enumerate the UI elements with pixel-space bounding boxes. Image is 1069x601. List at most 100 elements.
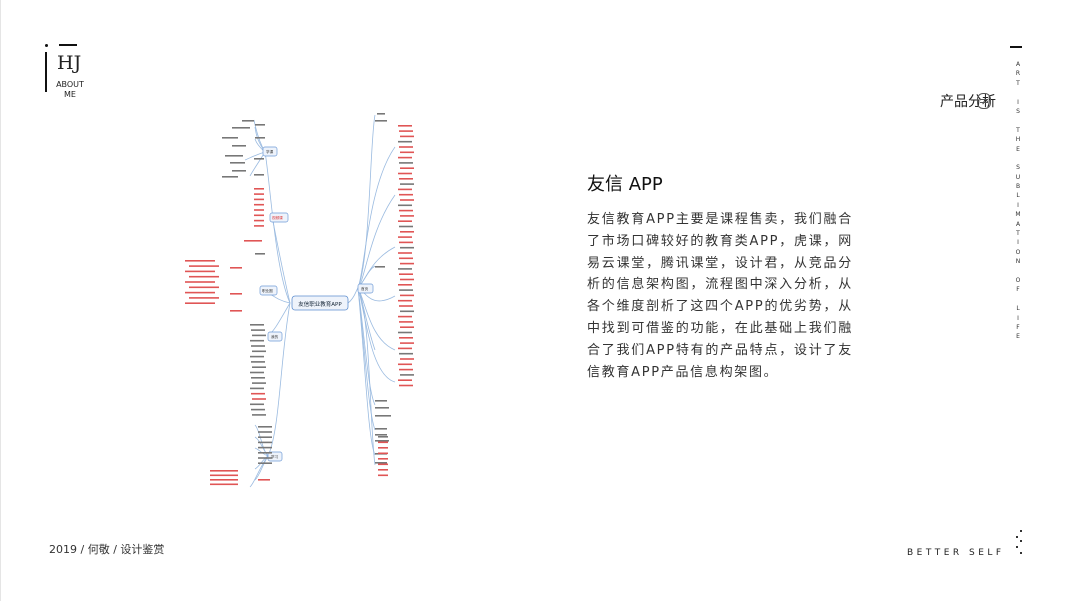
mindmap-leaf xyxy=(258,462,272,464)
logo-caption: ABOUT ME xyxy=(53,80,87,100)
mindmap-branch-1: 学课 xyxy=(266,149,274,154)
mindmap-leaf xyxy=(398,220,412,222)
mindmap-leaf xyxy=(252,382,266,384)
mindmap-leaf xyxy=(375,415,391,417)
mindmap-leaf xyxy=(258,441,272,444)
footer-credit: 2019 / 何敬 / 设计鉴赏 xyxy=(49,543,165,556)
mindmap-leaf xyxy=(399,289,413,291)
mindmap-leaf xyxy=(378,469,388,471)
mindmap-leaf xyxy=(398,125,412,127)
mindmap-leaf xyxy=(400,278,414,281)
mindmap-leaf xyxy=(400,246,414,249)
mindmap-leaf xyxy=(399,162,413,164)
mindmap-leaf xyxy=(258,431,272,433)
mindmap-leaf xyxy=(252,334,266,337)
mindmap-leaf xyxy=(210,479,238,481)
mindmap-leaf xyxy=(375,462,387,464)
mindmap-leaf xyxy=(377,113,385,115)
mindmap-leaf xyxy=(252,414,266,416)
logo-bar xyxy=(59,44,77,46)
mindmap-leaf xyxy=(378,436,388,438)
mindmap-leaf xyxy=(185,291,215,294)
mindmap-leaf xyxy=(378,447,388,449)
mindmap-leaf xyxy=(258,457,272,459)
mindmap-leaf xyxy=(185,302,215,304)
mindmap-leaf xyxy=(252,350,266,353)
page-border xyxy=(0,0,1,601)
mindmap-leaf xyxy=(251,361,265,363)
mindmap-leaf xyxy=(378,474,388,477)
mindmap-leaf xyxy=(189,275,219,278)
mindmap-leaf xyxy=(398,140,412,143)
mindmap-leaf xyxy=(400,310,414,313)
mindmap-leaf xyxy=(222,176,238,178)
mindmap-leaf xyxy=(399,321,413,323)
mindmap-leaf xyxy=(230,293,242,295)
mindmap-leaf xyxy=(222,137,238,139)
mindmap-leaf xyxy=(378,458,388,460)
mindmap-leaf xyxy=(398,156,412,159)
mindmap-leaf xyxy=(399,146,413,148)
mindmap-leaf xyxy=(232,145,246,147)
mindmap-leaf xyxy=(210,470,238,472)
mindmap-leaf xyxy=(399,209,413,212)
content-title: 友信 APP xyxy=(587,174,663,195)
mindmap-leaf xyxy=(375,266,385,268)
mindmap-leaf xyxy=(398,363,412,366)
mindmap-leaf xyxy=(399,178,413,180)
mindmap-leaf xyxy=(232,127,250,129)
mindmap-leaf xyxy=(400,231,414,233)
mindmap-leaf xyxy=(399,130,413,132)
mindmap-leaf xyxy=(242,120,254,122)
mindmap-leaf xyxy=(252,398,266,400)
mindmap-leaf xyxy=(230,267,242,269)
mindmap-leaf xyxy=(398,268,412,270)
mindmap-leaf xyxy=(400,326,414,328)
mindmap-leaf xyxy=(398,379,412,381)
mindmap-leaf xyxy=(251,377,265,379)
mindmap-leaf xyxy=(254,188,264,190)
mindmap-leaf xyxy=(251,329,265,331)
mindmap-leaf xyxy=(400,135,414,138)
mindmap-leaf xyxy=(250,403,264,406)
mindmap-branch-5: 学习 xyxy=(271,454,279,459)
mindmap-leaf xyxy=(254,225,264,227)
mindmap-branch-4: 我的 xyxy=(271,334,279,339)
mindmap-leaf xyxy=(400,151,414,154)
mindmap-leaf xyxy=(250,355,264,358)
mindmap-leaf xyxy=(398,315,412,318)
footer-tagline: BETTER SELF xyxy=(907,548,1005,558)
mindmap-leaf xyxy=(375,434,387,436)
mindmap-leaf xyxy=(399,305,413,307)
mindmap-leaf xyxy=(185,270,215,273)
mindmap-leaf xyxy=(400,199,414,201)
mindmap-leaf xyxy=(375,400,387,402)
mindmap-leaf xyxy=(375,407,389,409)
mindmap-leaf xyxy=(258,436,272,438)
content-paragraph: 友信教育APP主要是课程售卖，我们融合了市场口碑较好的教育类APP，虎课，网易云… xyxy=(587,212,853,380)
mindmap-leaf xyxy=(189,265,219,267)
mindmap-leaf xyxy=(399,241,413,244)
mindmap-leaf xyxy=(254,174,264,176)
mindmap-leaf xyxy=(378,441,388,444)
mindmap-leaf xyxy=(244,240,262,242)
mindmap-leaf xyxy=(255,253,265,255)
mindmap-leaf xyxy=(250,387,264,390)
mindmap-leaf xyxy=(250,339,264,342)
logo-line2: ME xyxy=(64,90,76,99)
mindmap-leaf xyxy=(254,198,264,201)
logo-mark: HJ xyxy=(57,52,82,74)
stack-icon xyxy=(977,93,991,109)
mindmap-leaf xyxy=(185,281,215,283)
mindmap-leaf xyxy=(400,167,414,169)
mindmap-leaf xyxy=(251,392,265,395)
mindmap-leaf xyxy=(400,294,414,297)
mindmap-leaf xyxy=(185,260,215,262)
mindmap-leaf xyxy=(375,440,389,442)
mindmap-leaf xyxy=(189,297,219,299)
mindmap-branch-2: 视频课 xyxy=(272,215,283,220)
mindmap-leaf xyxy=(400,342,414,344)
mindmap-leaf xyxy=(250,371,264,374)
mindmap-leaf xyxy=(210,483,238,486)
